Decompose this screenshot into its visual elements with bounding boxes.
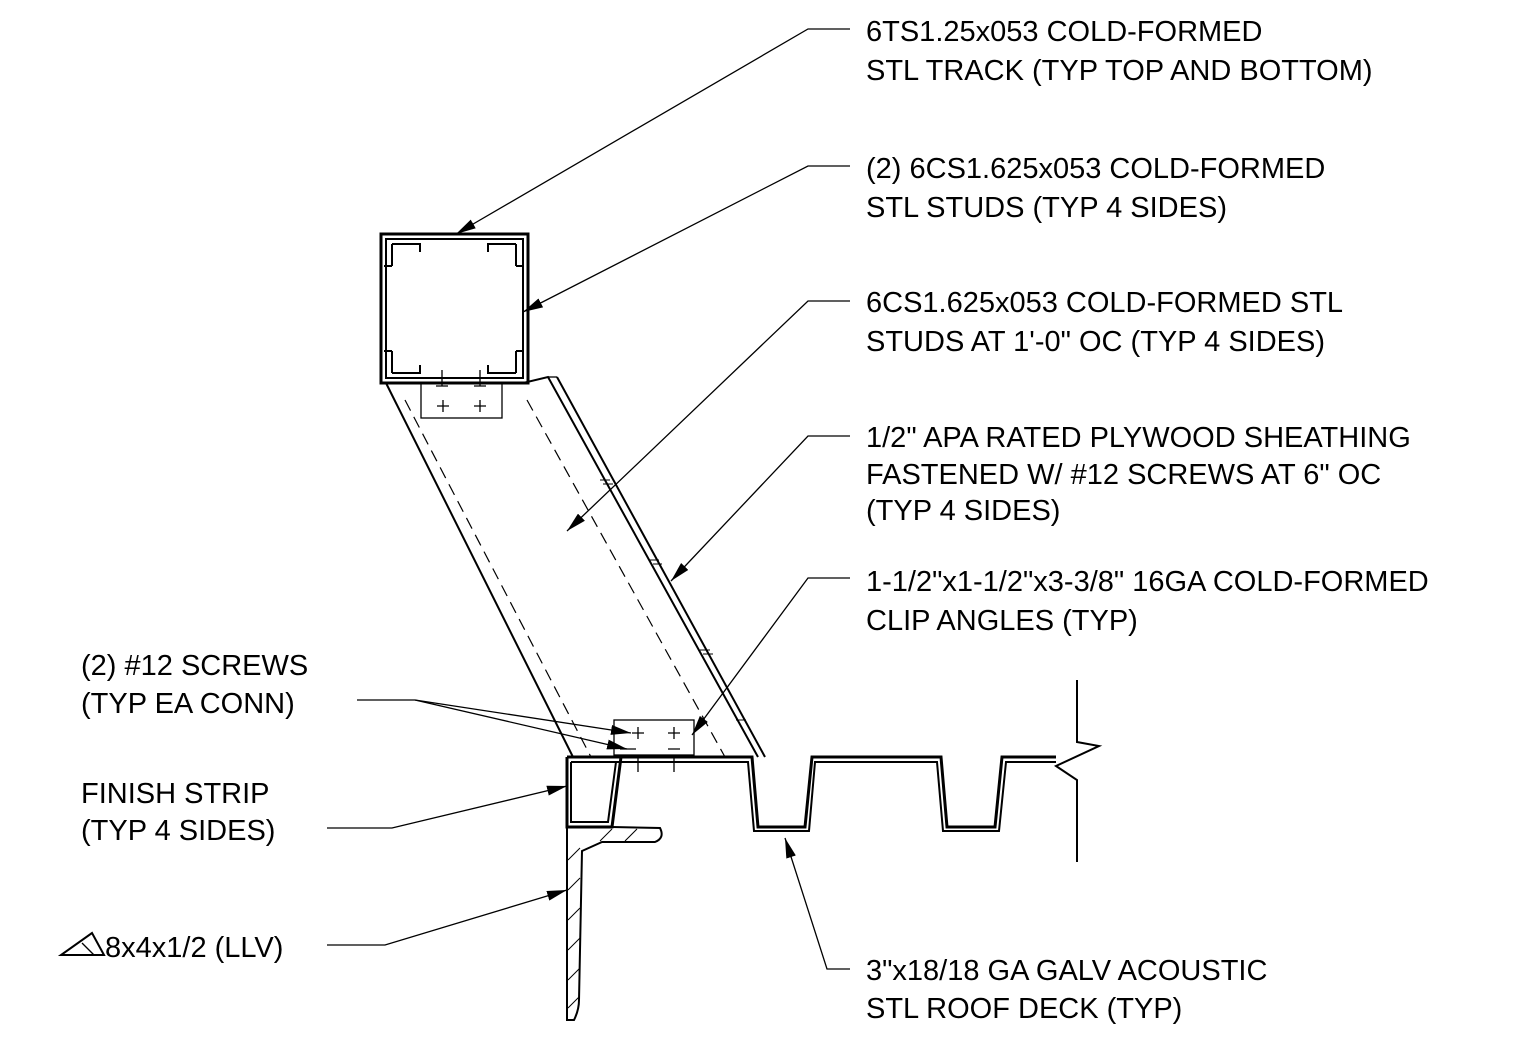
stud-lip-returns — [384, 243, 524, 374]
finish-strip — [565, 756, 623, 829]
note-screws-line2: (TYP EA CONN) — [81, 688, 295, 720]
steel-angle-symbol-icon — [57, 931, 106, 956]
steel-angle-8x4 — [566, 826, 663, 1021]
note-studs-pair-line2: STL STUDS (TYP 4 SIDES) — [866, 192, 1227, 224]
note-angle: 8x4x1/2 (LLV) — [57, 931, 283, 964]
plywood-edge-hatch — [600, 479, 746, 721]
note-studs-oc: 6CS1.625x053 COLD-FORMED STL STUDS AT 1'… — [866, 287, 1343, 358]
note-studs-pair-line1: (2) 6CS1.625x053 COLD-FORMED — [866, 153, 1325, 185]
note-plywood: 1/2" APA RATED PLYWOOD SHEATHING FASTENE… — [866, 422, 1411, 527]
note-roof-deck-line1: 3"x18/18 GA GALV ACOUSTIC — [866, 955, 1267, 987]
diagonal-stud-wall — [385, 375, 766, 758]
note-studs-oc-line1: 6CS1.625x053 COLD-FORMED STL — [866, 287, 1343, 319]
note-screws-line1: (2) #12 SCREWS — [81, 650, 308, 682]
note-roof-deck: 3"x18/18 GA GALV ACOUSTIC STL ROOF DECK … — [866, 955, 1267, 1025]
note-plywood-line1: 1/2" APA RATED PLYWOOD SHEATHING — [866, 422, 1411, 454]
note-studs-oc-line2: STUDS AT 1'-0" OC (TYP 4 SIDES) — [866, 326, 1325, 358]
note-track-line2: STL TRACK (TYP TOP AND BOTTOM) — [866, 55, 1373, 87]
note-finish-strip: FINISH STRIP (TYP 4 SIDES) — [81, 778, 275, 847]
lower-clip-angle — [613, 719, 695, 772]
roof-deck — [567, 680, 1103, 862]
stud-track-box — [379, 232, 530, 387]
note-clip-angles: 1-1/2"x1-1/2"x3-3/8" 16GA COLD-FORMED CL… — [866, 566, 1429, 637]
note-studs-pair: (2) 6CS1.625x053 COLD-FORMED STL STUDS (… — [866, 153, 1325, 224]
note-roof-deck-line2: STL ROOF DECK (TYP) — [866, 993, 1182, 1025]
note-angle-label: 8x4x1/2 (LLV) — [105, 932, 283, 964]
note-track: 6TS1.25x053 COLD-FORMED STL TRACK (TYP T… — [866, 16, 1373, 87]
note-track-line1: 6TS1.25x053 COLD-FORMED — [866, 16, 1262, 48]
note-plywood-line3: (TYP 4 SIDES) — [866, 495, 1060, 527]
upper-clip-angle — [420, 382, 503, 419]
leader-lines — [327, 28, 850, 970]
plywood-sheathing — [556, 376, 766, 758]
note-screws: (2) #12 SCREWS (TYP EA CONN) — [81, 650, 308, 720]
note-plywood-line2: FASTENED W/ #12 SCREWS AT 6" OC — [866, 459, 1381, 491]
note-clip-angles-line1: 1-1/2"x1-1/2"x3-3/8" 16GA COLD-FORMED — [866, 566, 1429, 598]
note-clip-angles-line2: CLIP ANGLES (TYP) — [866, 605, 1138, 637]
note-finish-strip-line2: (TYP 4 SIDES) — [81, 815, 275, 847]
note-finish-strip-line1: FINISH STRIP — [81, 778, 270, 810]
